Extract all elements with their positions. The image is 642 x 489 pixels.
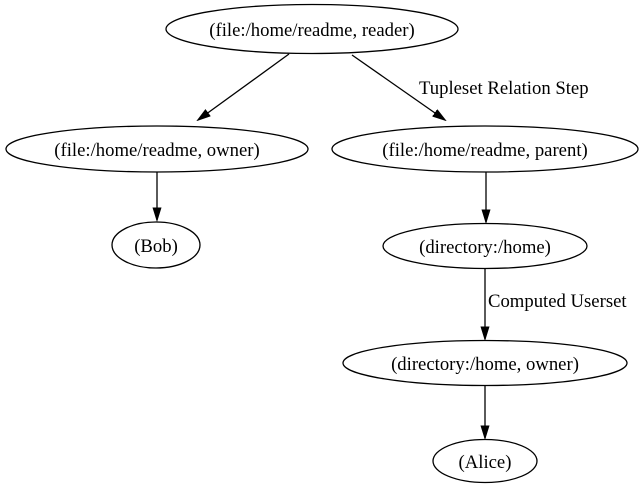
- node-label: (directory:/home): [419, 237, 551, 258]
- node-label: (file:/home/readme, parent): [382, 140, 587, 161]
- node-ellipse: [432, 438, 538, 484]
- node-label: (directory:/home, owner): [391, 354, 579, 375]
- node-alice: (Alice): [432, 438, 538, 484]
- edge-labels-layer: Tupleset Relation Step Computed Userset: [419, 78, 627, 312]
- node-ellipse: [111, 221, 201, 269]
- edges-layer: [157, 53, 486, 438]
- node-ellipse: [382, 222, 588, 270]
- node-label: (Bob): [134, 236, 178, 257]
- edge-reader-to-owner: [198, 53, 290, 120]
- node-bob: (Bob): [111, 221, 201, 269]
- edge-label-computed-userset: Computed Userset: [488, 291, 627, 312]
- edge-reader-to-parent: [351, 54, 445, 120]
- node-ellipse: [331, 125, 639, 173]
- edge-label-tupleset-relation-step: Tupleset Relation Step: [419, 78, 589, 99]
- node-ellipse: [5, 125, 309, 173]
- node-file-home-readme-reader: (file:/home/readme, reader): [165, 3, 459, 55]
- node-file-home-readme-parent: (file:/home/readme, parent): [331, 125, 639, 173]
- node-file-home-readme-owner: (file:/home/readme, owner): [5, 125, 309, 173]
- node-label: (file:/home/readme, owner): [54, 140, 259, 161]
- node-directory-home: (directory:/home): [382, 222, 588, 270]
- node-ellipse: [342, 339, 628, 387]
- node-label: (file:/home/readme, reader): [209, 20, 414, 41]
- node-label: (Alice): [459, 452, 512, 473]
- node-directory-home-owner: (directory:/home, owner): [342, 339, 628, 387]
- node-ellipse: [165, 3, 459, 55]
- nodes-layer: (file:/home/readme, reader) (file:/home/…: [5, 3, 639, 484]
